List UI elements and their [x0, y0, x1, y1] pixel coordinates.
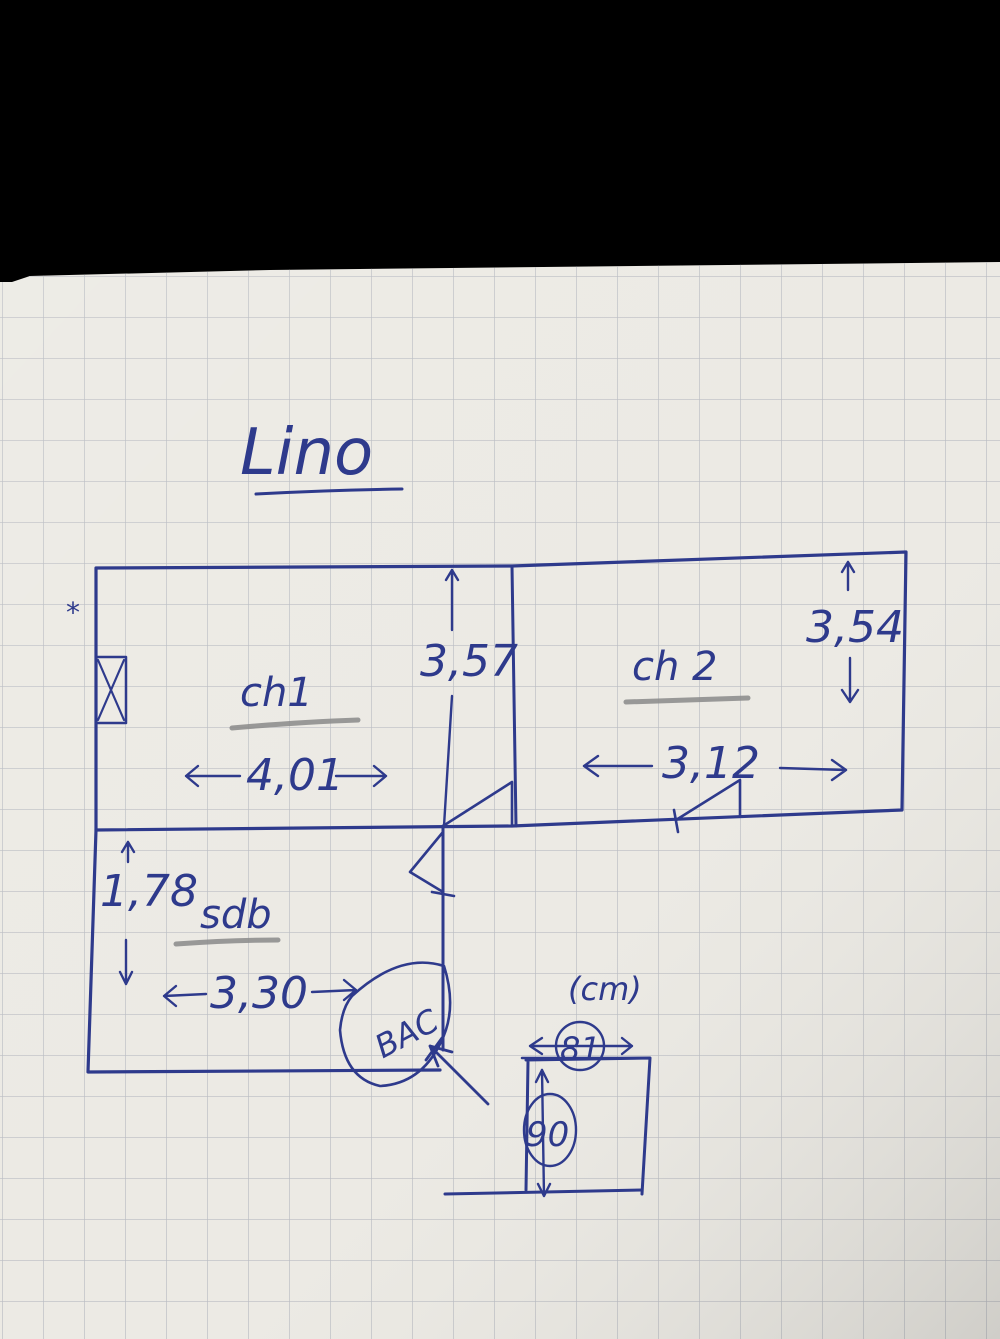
door-ch2-swing [674, 778, 742, 822]
sdb-height: 1,78 [100, 866, 198, 917]
room-ch2: ch 2 3,12 3,54 [582, 560, 904, 789]
door-sdb-tick [430, 890, 456, 898]
doors [408, 778, 742, 1106]
ch2-label: ch 2 [632, 644, 718, 690]
ch2-height-arrow [840, 560, 860, 704]
window-cross [96, 658, 126, 722]
window-box [94, 655, 128, 725]
ch1-width-arrow-left [184, 764, 242, 788]
graph-paper-sheet [0, 262, 1000, 1339]
door-sdb-swing [408, 830, 445, 894]
sdb-width: 3,30 [210, 968, 308, 1019]
ch1-width-arrow-right [334, 764, 388, 788]
room-ch1: ch1 4,01 3,57 [184, 568, 518, 828]
sdb-width-arrow-right [310, 978, 358, 1002]
ch1-width: 4,01 [246, 750, 344, 801]
window-marker: * [66, 596, 128, 725]
room-sdb: sdb 3,30 1,78 [100, 840, 358, 1019]
bac-circle [338, 961, 452, 1088]
door-ch1-swing [441, 780, 514, 828]
paper-shading [0, 262, 1000, 1339]
sdb-label: sdb [200, 892, 272, 938]
title-group: Lino [240, 416, 404, 496]
ch2-width-arrow-left [582, 754, 654, 778]
ch2-label-underline [623, 695, 751, 705]
height-circle [522, 1092, 578, 1168]
title-underline [254, 487, 404, 496]
ch1-label-underline [229, 717, 361, 731]
sdb-height-arrow [118, 840, 136, 986]
closet-dimensions: (cm) 81 90 [522, 970, 642, 1198]
entrance-arrow [424, 1036, 490, 1106]
walls [86, 550, 908, 1196]
window-star: * [66, 596, 80, 629]
closet-width: 81 [560, 1030, 601, 1068]
wall-between-ch1-ch2 [510, 564, 518, 828]
outline-sdb [86, 828, 442, 1074]
plan-title: Lino [240, 416, 373, 490]
closet-height: 90 [526, 1115, 569, 1155]
closet-height-arrow [534, 1068, 552, 1198]
ch2-height: 3,54 [806, 602, 904, 653]
ch1-height: 3,57 [420, 636, 518, 687]
ch1-label: ch1 [240, 670, 313, 716]
units-label: (cm) [568, 970, 642, 1008]
sdb-width-arrow-left [162, 984, 208, 1008]
door-ch2-tick [672, 808, 680, 834]
ch2-width: 3,12 [662, 738, 760, 789]
sdb-label-underline [173, 937, 281, 947]
ch1-height-arrow [442, 568, 460, 828]
ch2-width-arrow-right [778, 758, 848, 782]
closet-width-arrow [528, 1036, 634, 1056]
